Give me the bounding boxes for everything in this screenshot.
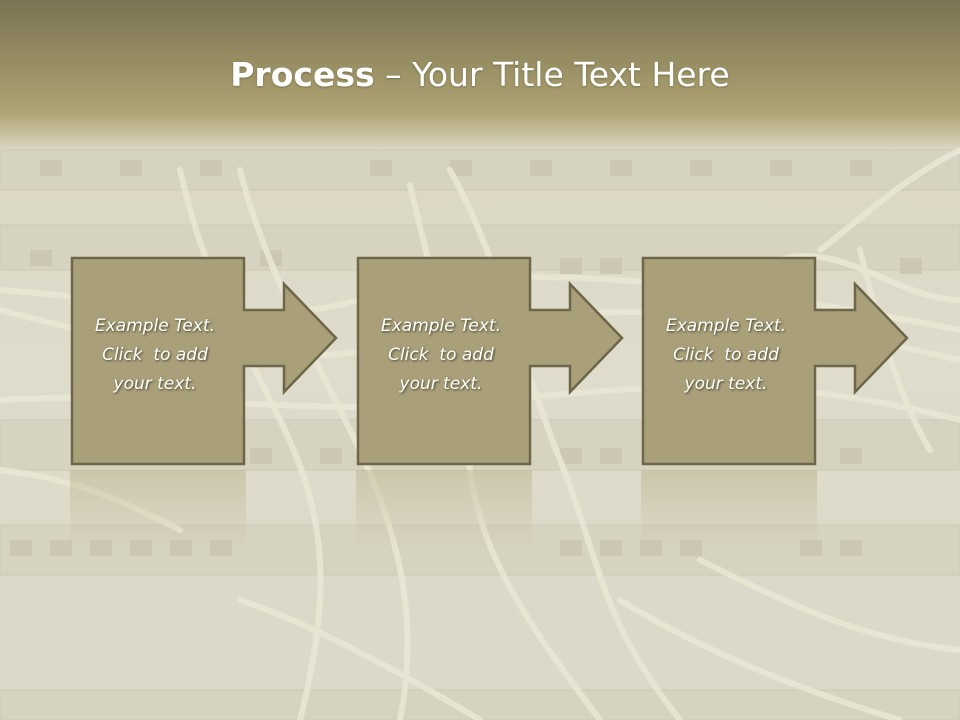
process-step-2[interactable]: Example Text. Click to add your text. [356,256,631,468]
step-line-3: your text. [684,374,768,394]
title-bold: Process [230,55,375,94]
step-text: Example Text. Click to add your text. [645,312,807,399]
slide-title[interactable]: Process – Your Title Text Here [0,52,960,98]
step-line-3: your text. [399,374,483,394]
step-line-1: Example Text. [380,316,502,336]
step-line-2: Click to add [673,345,779,365]
step-line-3: your text. [113,374,197,394]
right-arrow-icon [641,256,909,466]
process-step-3[interactable]: Example Text. Click to add your text. [641,256,916,468]
right-arrow-icon [356,256,624,466]
step-line-2: Click to add [388,345,494,365]
right-arrow-icon [70,256,338,466]
step-3-reflection [641,470,817,550]
process-step-1[interactable]: Example Text. Click to add your text. [70,256,345,468]
step-line-1: Example Text. [94,316,216,336]
step-line-2: Click to add [102,345,208,365]
step-text: Example Text. Click to add your text. [74,312,236,399]
title-rest: – Your Title Text Here [374,55,730,94]
step-text: Example Text. Click to add your text. [360,312,522,399]
step-line-1: Example Text. [665,316,787,336]
title-band [0,0,960,150]
step-2-reflection [356,470,532,550]
step-1-reflection [70,470,246,550]
